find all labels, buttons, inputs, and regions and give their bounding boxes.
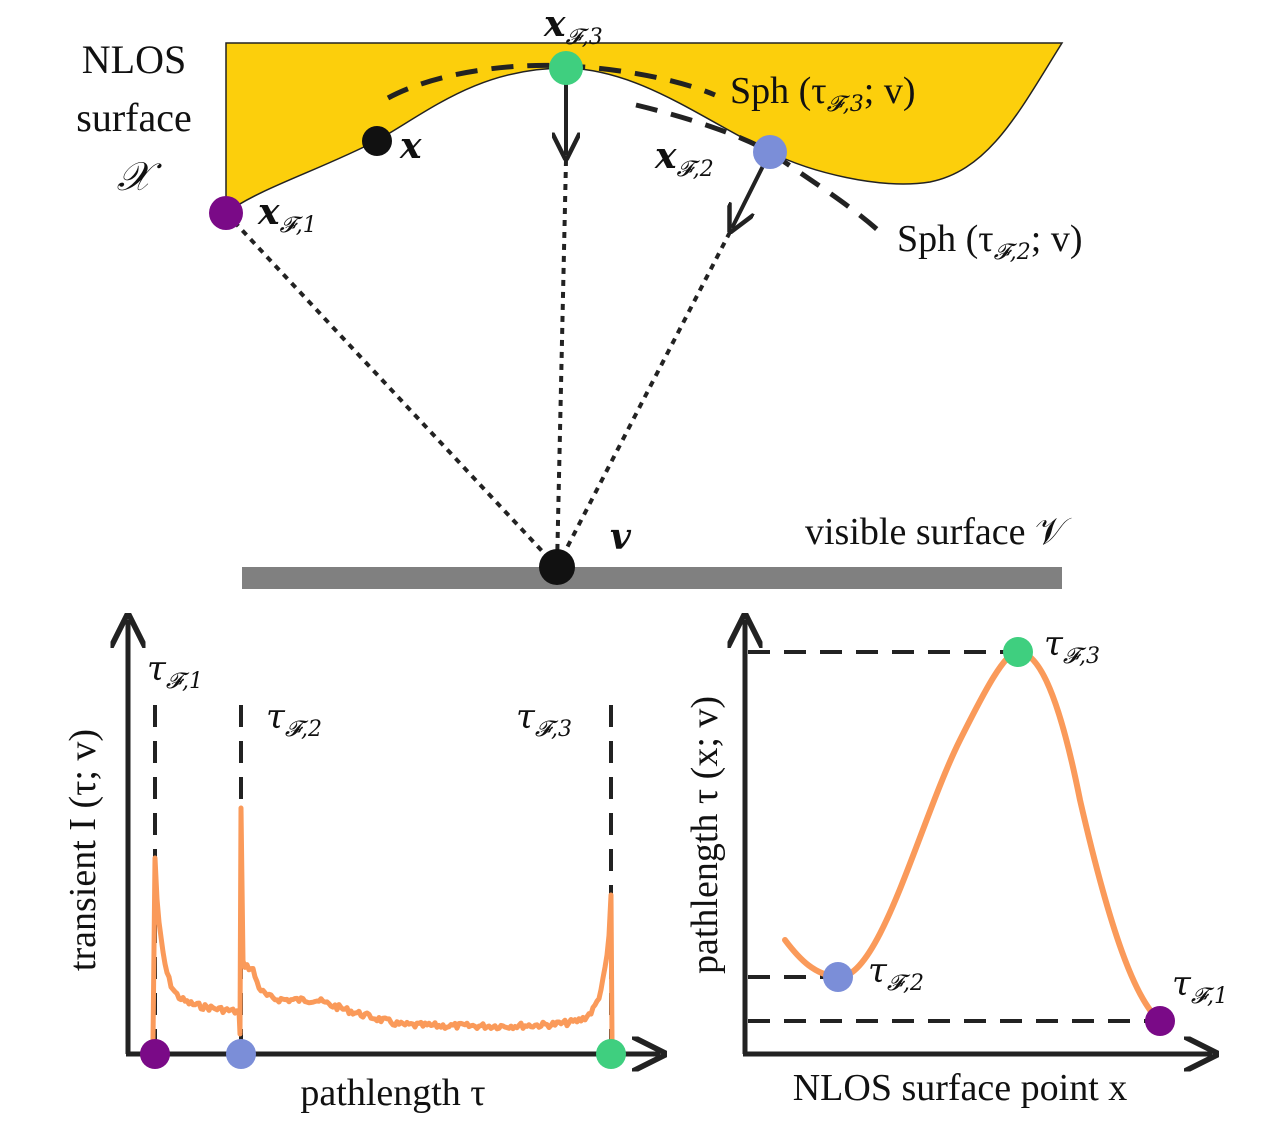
- right-tau3-label: τ𝓕,3: [1044, 624, 1100, 669]
- nlos-label-line2: surface: [76, 95, 191, 140]
- left-point-f2: [226, 1039, 256, 1069]
- right-tau1-label: τ𝓕,1: [1172, 964, 1228, 1009]
- sph3-label: Sph (τ𝓕,3; v): [730, 70, 916, 117]
- left-point-f1: [140, 1039, 170, 1069]
- visible-surface-label: visible surface 𝒱: [805, 511, 1072, 553]
- f2-label: x𝓕,2: [654, 135, 714, 182]
- right-point-f2: [823, 962, 853, 992]
- sph2-label: Sph (τ𝓕,2; v): [897, 218, 1083, 265]
- point-x-label: x: [399, 125, 422, 167]
- visible-surface: [242, 567, 1062, 589]
- right-y-label: pathlength τ (x; v): [684, 696, 726, 974]
- left-tau2-label: τ𝓕,2: [266, 697, 322, 742]
- right-plot: τ𝓕,3 τ𝓕,2 τ𝓕,1 pathlength τ (x; v) NLOS …: [684, 620, 1228, 1109]
- point-f1: [209, 196, 243, 230]
- left-plot: τ𝓕,1 τ𝓕,2 τ𝓕,3 transient I (τ; v) pathle…: [62, 620, 660, 1114]
- ray-f1: [224, 211, 559, 569]
- point-f2: [753, 135, 787, 169]
- point-x: [362, 126, 392, 156]
- right-point-f1: [1145, 1006, 1175, 1036]
- f1-label: x𝓕,1: [257, 191, 317, 238]
- left-y-label: transient I (τ; v): [62, 729, 104, 971]
- right-x-label: NLOS surface point x: [793, 1067, 1128, 1109]
- left-point-f3: [596, 1039, 626, 1069]
- v-label: v: [610, 516, 632, 558]
- ray-f3: [555, 159, 568, 568]
- transient-curve: [150, 805, 615, 1041]
- nlos-surface: [225, 42, 1064, 215]
- nlos-symbol: 𝒳: [117, 154, 163, 200]
- nlos-label-line1: NLOS: [82, 37, 186, 82]
- left-x-label: pathlength τ: [300, 1072, 485, 1114]
- right-point-f3: [1003, 637, 1033, 667]
- left-tau3-label: τ𝓕,3: [516, 697, 572, 742]
- ray-f2: [555, 231, 732, 568]
- f3-label: x𝓕,3: [543, 3, 603, 50]
- point-f3: [549, 51, 583, 85]
- right-tau2-label: τ𝓕,2: [868, 951, 924, 996]
- sph-2-arc: [635, 102, 882, 234]
- point-v: [539, 549, 575, 585]
- left-tau1-label: τ𝓕,1: [147, 649, 203, 694]
